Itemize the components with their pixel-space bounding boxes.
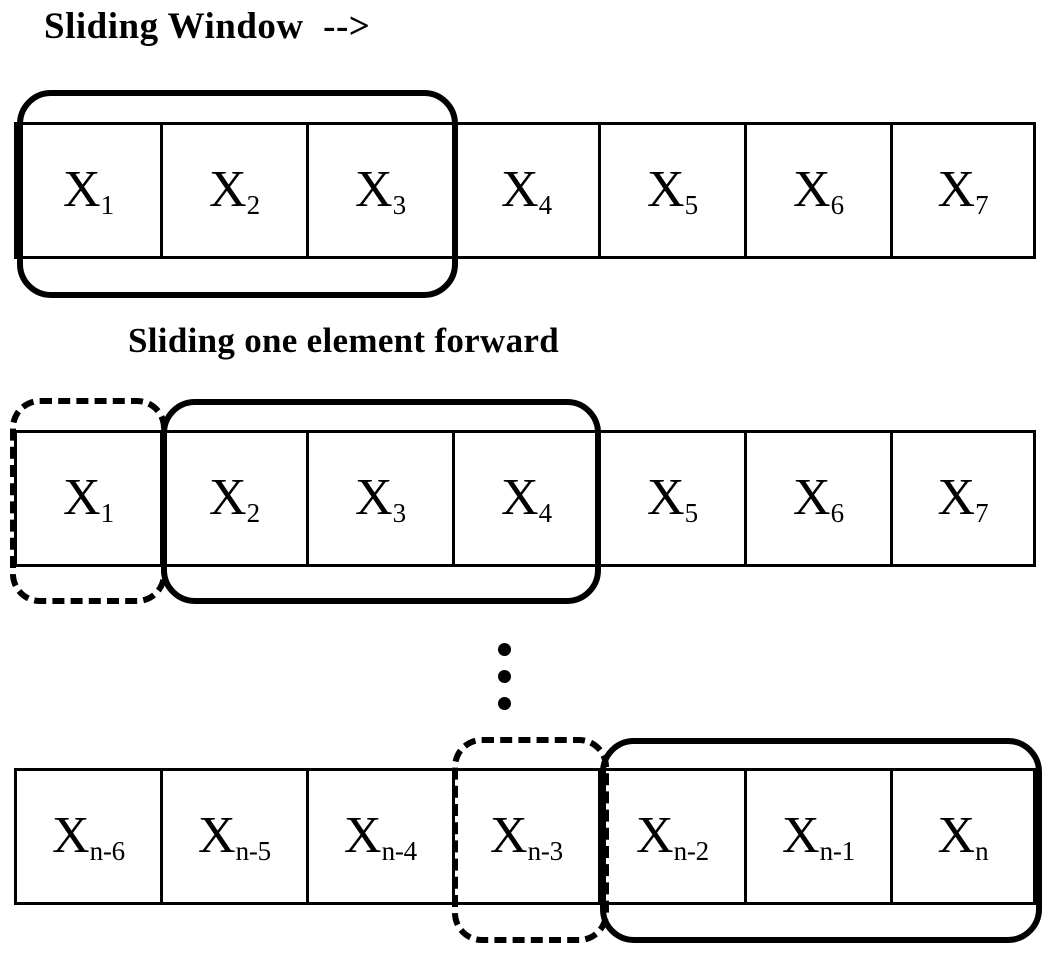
sequence-row-initial: X1 X2 X3 X4 X5 X6 X7 (14, 122, 1036, 259)
ellipsis-dot (498, 697, 511, 710)
ellipsis-dot (498, 670, 511, 683)
sequence-cell-label: X7 (937, 160, 989, 220)
sequence-cell-label: Xn-6 (52, 806, 126, 866)
sequence-cell: X4 (452, 430, 598, 567)
sequence-cell: X5 (598, 430, 744, 567)
sequence-cell: Xn-6 (14, 768, 160, 905)
sequence-cell-label: Xn-5 (198, 806, 272, 866)
sequence-cell: Xn-5 (160, 768, 306, 905)
sequence-cell: X2 (160, 122, 306, 259)
figure-title: Sliding Window --> (44, 6, 371, 47)
sequence-cell-subscript: 2 (246, 189, 261, 220)
sequence-cell-label: Xn-1 (782, 806, 856, 866)
sequence-row-shifted: X1 X2 X3 X4 X5 X6 X7 (14, 430, 1036, 567)
sequence-cell: X2 (160, 430, 306, 567)
sequence-cell-subscript: 3 (392, 497, 407, 528)
sequence-cell-label: X6 (793, 468, 845, 528)
sequence-cell-label: X1 (63, 160, 115, 220)
sequence-cell-label: Xn-4 (344, 806, 418, 866)
sequence-cell-label: X5 (647, 160, 699, 220)
sequence-cell-subscript: n (975, 835, 989, 866)
sequence-cell-label: X6 (793, 160, 845, 220)
sequence-cell-label: Xn-2 (636, 806, 710, 866)
sequence-cell-subscript: 4 (538, 189, 553, 220)
sequence-cell-subscript: n-4 (381, 835, 418, 866)
sequence-cell-label: X2 (209, 160, 261, 220)
sequence-cell-label: X4 (501, 160, 553, 220)
sequence-cell-subscript: n-5 (235, 835, 272, 866)
sequence-cell-subscript: n-6 (89, 835, 126, 866)
sequence-cell-subscript: 6 (830, 497, 845, 528)
sequence-cell-label: X5 (647, 468, 699, 528)
sequence-cell-subscript: 7 (975, 497, 989, 528)
sequence-cell-label: X2 (209, 468, 261, 528)
sequence-cell: X4 (452, 122, 598, 259)
sequence-cell: Xn-4 (306, 768, 452, 905)
sequence-cell: Xn-2 (598, 768, 744, 905)
vertical-ellipsis-icon (498, 643, 511, 710)
sequence-cell: Xn-3 (452, 768, 598, 905)
sequence-cell: X5 (598, 122, 744, 259)
sequence-cell: X1 (14, 430, 160, 567)
sequence-cell-subscript: 2 (246, 497, 261, 528)
sequence-cell: X7 (890, 430, 1036, 567)
sequence-cell-subscript: 1 (100, 189, 115, 220)
sequence-cell: X7 (890, 122, 1036, 259)
sequence-cell-subscript: 5 (684, 497, 699, 528)
sequence-cell-label: X3 (355, 468, 407, 528)
sequence-cell-subscript: 3 (392, 189, 407, 220)
sequence-cell: Xn-1 (744, 768, 890, 905)
sequence-cell-label: Xn-3 (490, 806, 564, 866)
sequence-row-final: Xn-6 Xn-5 Xn-4 Xn-3 Xn-2 Xn-1 Xn (14, 768, 1036, 905)
figure-subtitle: Sliding one element forward (128, 321, 559, 360)
sequence-cell-subscript: n-1 (819, 835, 856, 866)
sequence-cell-subscript: 6 (830, 189, 845, 220)
sequence-cell: X1 (14, 122, 160, 259)
sequence-cell: X6 (744, 430, 890, 567)
sequence-cell-label: X7 (937, 468, 989, 528)
sequence-cell: X3 (306, 122, 452, 259)
sequence-cell: Xn (890, 768, 1036, 905)
sequence-cell-label: X4 (501, 468, 553, 528)
ellipsis-dot (498, 643, 511, 656)
sequence-cell-label: X1 (63, 468, 115, 528)
sequence-cell-subscript: 1 (100, 497, 115, 528)
sequence-cell-subscript: 5 (684, 189, 699, 220)
sequence-cell: X6 (744, 122, 890, 259)
sequence-cell-subscript: n-2 (673, 835, 710, 866)
sequence-cell: X3 (306, 430, 452, 567)
sequence-cell-subscript: 7 (975, 189, 989, 220)
sequence-cell-subscript: n-3 (527, 835, 564, 866)
sequence-cell-label: Xn (937, 806, 989, 866)
sequence-cell-subscript: 4 (538, 497, 553, 528)
sequence-cell-label: X3 (355, 160, 407, 220)
